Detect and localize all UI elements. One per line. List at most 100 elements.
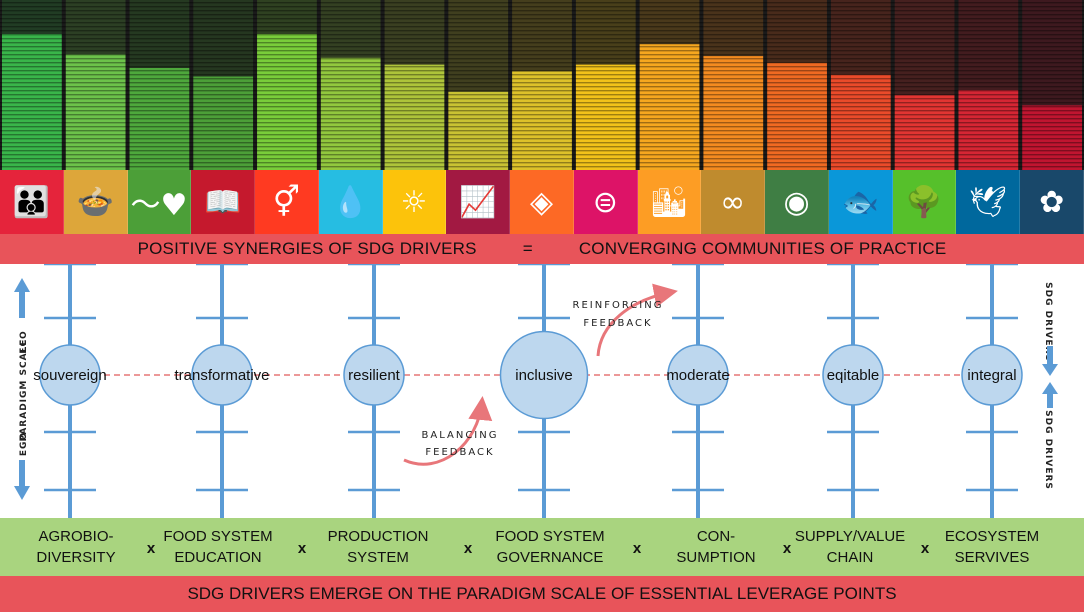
- equalizer-stripe: [0, 74, 1084, 76]
- equalizer-bar: [448, 91, 509, 170]
- equalizer-bar: [830, 74, 891, 170]
- multiply-sign: x: [146, 540, 156, 557]
- equality-icon: ⊜: [592, 184, 618, 220]
- sdg-tile-8: 📈: [446, 170, 511, 234]
- equalizer-stripe: [0, 158, 1084, 160]
- equalizer-bar-background: [639, 0, 700, 45]
- equalizer-bar: [894, 95, 955, 170]
- equalizer-stripe: [0, 150, 1084, 152]
- equalizer-bar: [767, 62, 827, 170]
- sdg-tile-14: 🐟: [828, 170, 893, 234]
- equalizer-stripe: [0, 90, 1084, 92]
- equalizer-bar-background: [193, 0, 254, 77]
- equalizer-stripe: [0, 10, 1084, 12]
- equalizer-stripe: [0, 118, 1084, 120]
- equalizer-svg: [0, 0, 1084, 170]
- equalizer-stripe: [0, 50, 1084, 52]
- equalizer-stripe: [0, 62, 1084, 64]
- fish-icon: 🐟: [841, 184, 880, 220]
- node-circle: [822, 344, 884, 406]
- equalizer-stripe: [0, 114, 1084, 116]
- water-drop-icon: 💧: [331, 184, 369, 220]
- node-moderate: moderate: [666, 264, 730, 518]
- equalizer-bar: [575, 64, 636, 170]
- equalizer-stripe: [0, 138, 1084, 140]
- node-circle: [343, 344, 405, 406]
- equalizer-stripe: [0, 2, 1084, 4]
- equalizer-stripe: [0, 126, 1084, 128]
- equalizer-stripe: [0, 38, 1084, 40]
- sun-icon: ☼: [400, 184, 428, 220]
- multiply-sign: x: [782, 540, 792, 557]
- equalizer-bar-background: [512, 0, 572, 72]
- equalizer-stripe: [0, 86, 1084, 88]
- sdg-tile-13: ◉: [765, 170, 829, 234]
- growth-chart-icon: 📈: [459, 184, 497, 220]
- equalizer-stripe: [0, 134, 1084, 136]
- equalizer-stripe: [0, 54, 1084, 56]
- balancing-label: BALANCING: [422, 430, 499, 441]
- node-souvereign: souvereign: [33, 264, 107, 518]
- equalizer-bar-background: [830, 0, 891, 75]
- equalizer-stripe: [0, 98, 1084, 100]
- multiply-sign: x: [632, 540, 642, 557]
- equalizer-bar: [2, 34, 62, 170]
- diagram-svg: ECO PARADIGM SCALE EGO SDG DRIVERS SDG D…: [14, 264, 1058, 518]
- equalizer-stripe: [0, 18, 1084, 20]
- sdg-tile-12: ∞: [701, 170, 766, 234]
- balancing-feedback-arrow-icon: [403, 396, 493, 466]
- equalizer-stripe: [0, 122, 1084, 124]
- sdg-drivers-top-label: SDG DRIVERS: [1043, 282, 1053, 362]
- sdg-tile-17: ✿: [1020, 170, 1084, 234]
- equalizer-stripe: [0, 14, 1084, 16]
- equalizer-bar-background: [703, 0, 764, 57]
- equalizer-bar-background: [2, 0, 62, 34]
- equalizer-bar: [703, 56, 764, 170]
- flower-icon: ✿: [1039, 184, 1065, 220]
- multiply-sign: x: [297, 540, 307, 557]
- sdg-tile-2: 🍲: [63, 170, 128, 234]
- sdg-tile-3: 〜♥: [127, 170, 192, 234]
- node-label: moderate: [666, 367, 729, 384]
- sdg-tile-15: 🌳: [892, 170, 957, 234]
- equalizer-stripe: [0, 26, 1084, 28]
- leverage-point-6: SUPPLY/VALUE CHAIN: [794, 528, 906, 566]
- eye-globe-icon: ◉: [783, 184, 810, 220]
- sdg-tile-5: ⚥: [255, 170, 319, 234]
- sdg-tile-4: 📖: [191, 170, 256, 234]
- sdg-drivers-up-arrow-icon: [1042, 382, 1058, 408]
- node-inclusive: inclusive: [499, 264, 589, 518]
- equalizer-stripe: [0, 130, 1084, 132]
- people-icon: 👪: [12, 184, 51, 220]
- city-icon: 🏙: [649, 184, 689, 220]
- sdg-tile-11: 🏙: [637, 170, 702, 234]
- equalizer-bar: [257, 34, 317, 170]
- equalizer-bar: [512, 71, 572, 170]
- reinforcing-label: REINFORCING: [573, 300, 664, 311]
- ego-arrow-icon: [14, 460, 30, 500]
- equalizer-bar-background: [320, 0, 381, 58]
- equalizer-bar-background: [767, 0, 827, 63]
- equalizer-bar: [129, 68, 190, 170]
- node-label: resilient: [348, 367, 401, 384]
- equalizer-bar: [384, 64, 445, 170]
- node-eqitable: eqitable: [822, 264, 884, 518]
- sdg-drivers-bottom-label: SDG DRIVERS: [1043, 410, 1053, 490]
- synergy-label: POSITIVE SYNERGIES OF SDG DRIVERS: [137, 239, 477, 258]
- equalizer-stripe: [0, 78, 1084, 80]
- node-circle: [39, 344, 101, 406]
- gender-icon: ⚥: [272, 184, 300, 220]
- equalizer-bar-background: [575, 0, 636, 65]
- equalizer-bar: [193, 76, 254, 170]
- ego-label: EGO: [19, 432, 29, 456]
- equalizer-stripe: [0, 66, 1084, 68]
- equalizer-bar-background: [129, 0, 190, 68]
- balancing-feedback-label: FEEDBACK: [425, 447, 494, 458]
- heartbeat-icon: 〜♥: [130, 188, 188, 223]
- paradigm-scale-label: PARADIGM SCALE: [19, 339, 29, 442]
- equalizer-stripe: [0, 94, 1084, 96]
- equalizer-stripe: [0, 70, 1084, 72]
- node-label: souvereign: [33, 367, 106, 384]
- equalizer-stripe: [0, 102, 1084, 104]
